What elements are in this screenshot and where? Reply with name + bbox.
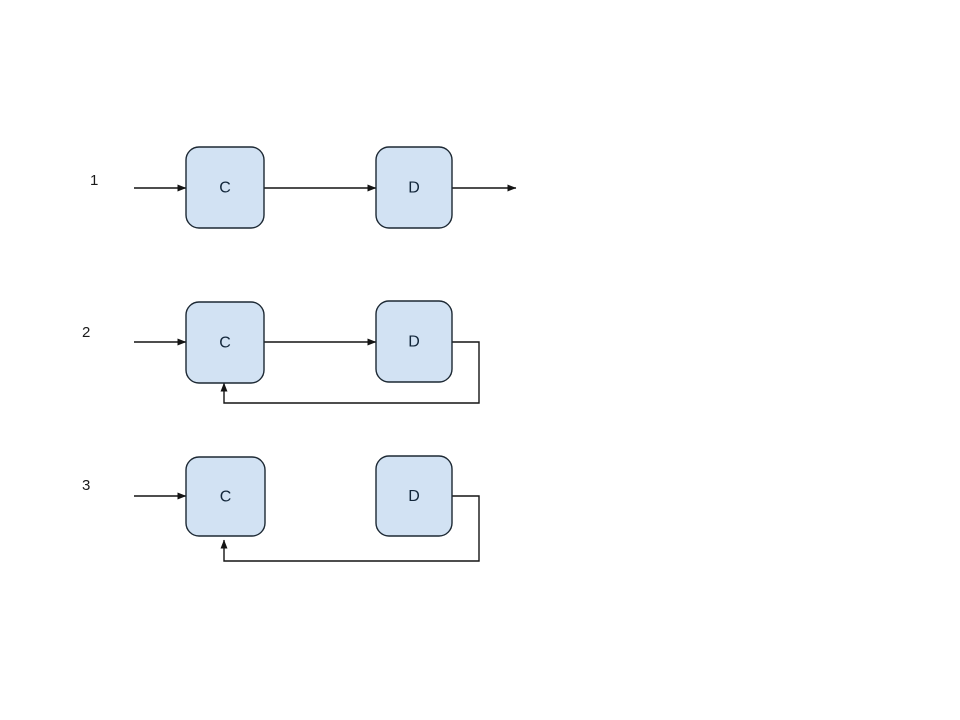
node-label-r3-c: C — [220, 489, 232, 506]
row-label-2: 2 — [82, 324, 90, 341]
node-label-r1-c: C — [219, 180, 231, 197]
node-box-r3-c[interactable] — [185, 456, 266, 537]
row-label-3: 3 — [82, 477, 90, 494]
node-label-r1-d: D — [408, 180, 420, 197]
node-label-r2-c: C — [219, 335, 231, 352]
node-box-r3-d[interactable] — [375, 455, 453, 537]
node-box-r2-d[interactable] — [375, 300, 453, 383]
node-box-r1-d[interactable] — [375, 146, 453, 229]
row-label-1: 1 — [90, 172, 98, 189]
feedback-arrow — [220, 495, 480, 562]
node-label-r2-d: D — [408, 334, 420, 351]
diagram-row-3: 3C D — [82, 455, 480, 562]
node-box-r2-c[interactable] — [185, 301, 265, 384]
feedback-arrow — [220, 341, 480, 404]
node-box-r1-c[interactable] — [185, 146, 265, 229]
node-label-r3-d: D — [408, 488, 420, 505]
diagram-row-2: 2C D — [82, 300, 480, 404]
diagram-row-1: 1 C D — [90, 146, 517, 229]
